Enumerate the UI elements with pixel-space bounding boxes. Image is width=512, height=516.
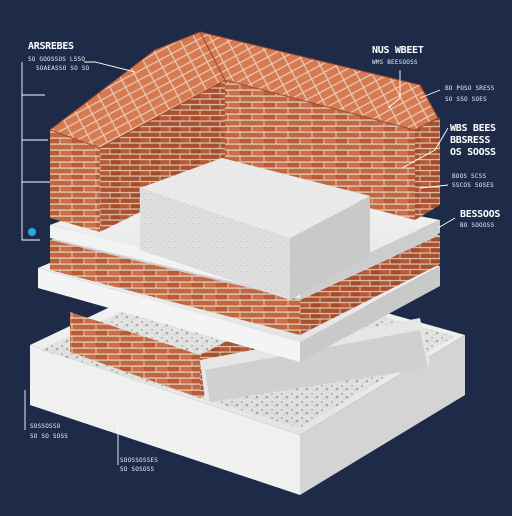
leader-right-2	[401, 127, 449, 169]
label-right-4: SSCOS SOSES	[452, 182, 494, 189]
leader-right-4	[437, 217, 456, 229]
label-right-group-2: BBSRESS	[450, 135, 491, 146]
label-right-group-3: OS SOOSS	[450, 147, 496, 158]
leader-right-1	[419, 89, 441, 99]
label-right-group-1: WBS BEES	[450, 123, 496, 134]
label-bottom-center-2: SO SOSOSS	[120, 466, 155, 473]
leader-top-left	[84, 61, 136, 73]
label-right-6: BO SOOOSS	[460, 222, 495, 229]
callout-lines	[21, 61, 456, 465]
label-bottom-left-1: SOSSOSSO	[30, 423, 61, 430]
label-top-left-sub-2: SOAEASSO SO SO	[36, 65, 90, 72]
label-top-center-title: NUS WBEET	[372, 45, 424, 56]
label-top-left-title: ARSREBES	[28, 41, 74, 52]
label-bottom-center-1: SOOSSOSSES	[120, 457, 159, 464]
label-top-left-sub-1: SO GOOSSOS LSSO	[28, 56, 86, 63]
label-right-1: BO POSO SRESS	[445, 85, 495, 92]
insulation-block	[140, 158, 370, 300]
label-bottom-left-2: SO SO SOSS	[30, 433, 69, 440]
label-right-5: BESSOOS	[460, 209, 501, 220]
leader-left-vertical	[21, 62, 40, 241]
accent-dot	[28, 228, 36, 236]
label-right-3: BOOS SCSS	[452, 173, 487, 180]
upper-brick-wall	[48, 31, 440, 232]
label-top-center-sub: WMS BEESOOSS	[372, 59, 418, 66]
label-right-2: SO SSO SOES	[445, 96, 487, 103]
leader-top-center	[387, 70, 401, 109]
leader-right-3	[419, 184, 449, 189]
